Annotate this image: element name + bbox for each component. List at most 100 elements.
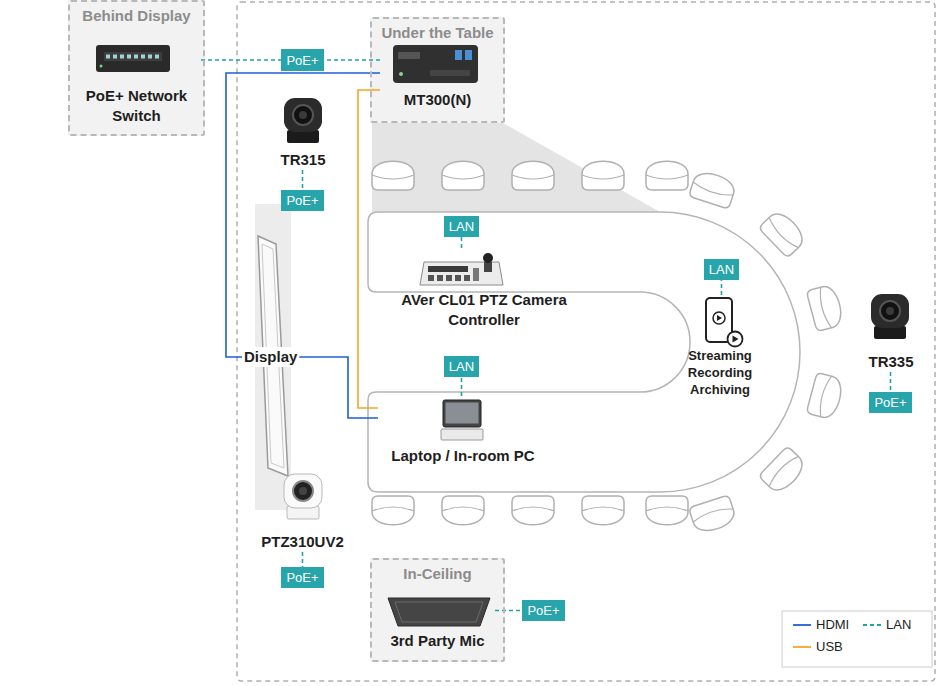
chair	[646, 161, 688, 190]
device-box: 3rd Party Mic	[380, 595, 495, 651]
chair-outline	[646, 161, 688, 190]
conference-table	[368, 212, 800, 492]
chair	[442, 161, 484, 190]
badge-text: PoE+	[874, 394, 906, 411]
chair-seat-line	[582, 175, 624, 179]
chair-seat-line	[766, 454, 798, 487]
device-label: TR315	[268, 150, 338, 170]
chair-seat-line	[442, 507, 484, 511]
ptz310uv2-camera	[284, 474, 322, 519]
chair-seat-line	[372, 507, 414, 511]
tr315-camera	[284, 98, 322, 143]
legend-item: LAN	[862, 617, 911, 633]
cl01-controller-icon	[420, 253, 503, 285]
legend-text: LAN	[886, 617, 911, 633]
device-box: Streaming Recording Archiving	[668, 295, 772, 398]
chair	[372, 161, 414, 190]
legend-line-sample	[862, 619, 882, 631]
lan-connector	[302, 552, 304, 567]
ceiling-mic-icon	[388, 598, 490, 626]
device-box: MT300(N)	[380, 40, 495, 110]
group-heading: Under the Table	[372, 24, 503, 42]
connection-badge: LAN	[704, 259, 739, 280]
chair-seat-line	[692, 182, 733, 199]
chair-seat-line	[646, 175, 688, 179]
group-box: In-Ceiling3rd Party Mic	[370, 558, 505, 662]
badge-text: PoE+	[527, 602, 559, 619]
legend-line-sample	[792, 619, 812, 631]
chair-seat-line	[817, 287, 832, 329]
badge-text: LAN	[709, 261, 734, 278]
lan-connector	[461, 237, 463, 248]
connection-badge: PoE+	[281, 567, 323, 588]
device-box: Laptop / In-room PC	[378, 396, 548, 466]
group-box: Under the TableMT300(N)	[370, 17, 505, 123]
lan-connector	[890, 372, 892, 392]
legend-item: HDMI	[792, 617, 849, 633]
legend-line	[863, 624, 881, 626]
chair	[689, 495, 738, 535]
chair-seat-line	[442, 175, 484, 179]
legend-line	[793, 646, 811, 648]
chair-seat-line	[512, 507, 554, 511]
chair-outline	[512, 496, 554, 525]
lan-connector	[201, 59, 380, 61]
lan-connector	[302, 170, 304, 190]
chair-outline	[646, 496, 688, 525]
chair-seat-line	[646, 507, 688, 511]
legend-line-sample	[792, 641, 812, 653]
device-box: PoE+ Network Switch	[72, 38, 201, 126]
laptop-pc-icon	[441, 400, 483, 440]
chair-outline	[372, 161, 414, 190]
chair	[646, 496, 688, 525]
chair-seat-line	[692, 505, 733, 522]
chair-seat-line	[512, 175, 554, 179]
badge-text: PoE+	[286, 192, 318, 209]
hdmi-connector	[226, 73, 380, 357]
chair	[806, 372, 845, 420]
chair-outline	[758, 446, 808, 496]
chair-seat-line	[372, 175, 414, 179]
display-label: Display	[244, 347, 297, 367]
chair-outline	[442, 496, 484, 525]
network-switch-icon	[96, 45, 170, 72]
chair-outline	[689, 495, 738, 535]
chair-seat-line	[817, 375, 832, 417]
chair	[372, 496, 414, 525]
chair	[582, 161, 624, 190]
chair-outline	[758, 208, 808, 258]
group-heading: Behind Display	[70, 7, 203, 25]
device-label: MT300(N)	[380, 90, 495, 110]
chair-outline	[689, 169, 738, 209]
chair	[512, 496, 554, 525]
device-label: Streaming Recording Archiving	[668, 347, 772, 398]
chair-seat-line	[582, 507, 624, 511]
device-label: Laptop / In-room PC	[378, 446, 548, 466]
chair	[689, 169, 738, 209]
lan-connector	[721, 280, 723, 295]
device-label: PoE+ Network Switch	[72, 86, 201, 126]
group-fill	[370, 558, 505, 662]
badge-text: LAN	[449, 218, 474, 235]
legend-item: USB	[792, 639, 843, 655]
legend-box	[782, 611, 932, 667]
group-box: Behind DisplayPoE+ Network Switch	[68, 0, 205, 136]
chair-seat-line	[766, 217, 798, 250]
hdmi-connector	[299, 357, 378, 418]
device-label: TR335	[858, 352, 924, 372]
under-table-fan	[372, 123, 660, 212]
badge-text: LAN	[449, 358, 474, 375]
legend-text: HDMI	[816, 617, 849, 633]
chair	[758, 208, 808, 258]
connection-badge: LAN	[444, 216, 479, 237]
device-label: 3rd Party Mic	[380, 631, 495, 651]
chair-outline	[806, 284, 845, 332]
edge-label-patch: PoE+	[281, 49, 323, 71]
chair-outline	[512, 161, 554, 190]
chair-outline	[372, 496, 414, 525]
badge-text: PoE+	[286, 569, 318, 586]
chair-outline	[806, 372, 845, 420]
connection-badge: PoE+	[281, 190, 323, 211]
connection-badge: PoE+	[869, 392, 911, 413]
